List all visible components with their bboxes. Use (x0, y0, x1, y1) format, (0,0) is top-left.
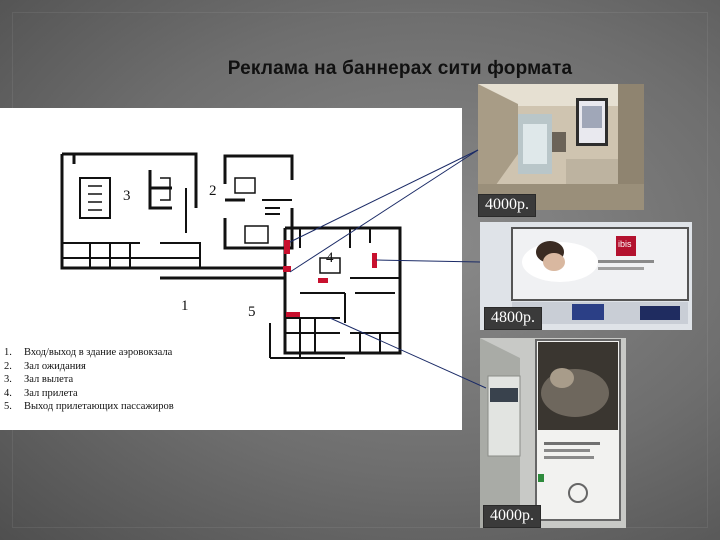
legend-item: 1.Вход/выход в здание аэровокзала (4, 347, 173, 358)
legend-item: 2.Зал ожидания (4, 360, 86, 372)
photo-corridor-banner (478, 84, 644, 210)
photo-ibis-image (480, 222, 692, 330)
plan-label-4: 4 (326, 250, 334, 266)
plan-label-2: 2 (209, 183, 217, 199)
plan-label-5: 5 (248, 304, 256, 320)
legend-item: 5.Выход прилетающих пассажиров (4, 401, 174, 412)
plan-label-1: 1 (181, 298, 189, 314)
photo-ibis-banner: ibis (480, 222, 692, 330)
ibis-logo: ibis (618, 239, 632, 249)
legend-item: 3.Зал вылета (4, 374, 74, 385)
floor-plan: 3 2 4 1 5 1.Вход/выход в здание аэровокз… (0, 108, 462, 430)
price-tag-3: 4000р. (483, 505, 541, 528)
photo-corridor-image (478, 84, 644, 210)
plan-label-3: 3 (123, 188, 131, 204)
price-tag-2: 4800р. (484, 307, 542, 330)
plan-legend: 1.Вход/выход в здание аэровокзала 2.Зал … (4, 346, 174, 414)
legend-item: 4.Зал прилета (4, 387, 78, 399)
photo-car-banner (480, 338, 626, 528)
floor-plan-drawing (60, 152, 402, 359)
price-tag-1: 4000р. (478, 194, 536, 217)
photo-car-image (480, 338, 626, 528)
slide-title: Реклама на баннерах сити формата (227, 58, 573, 79)
